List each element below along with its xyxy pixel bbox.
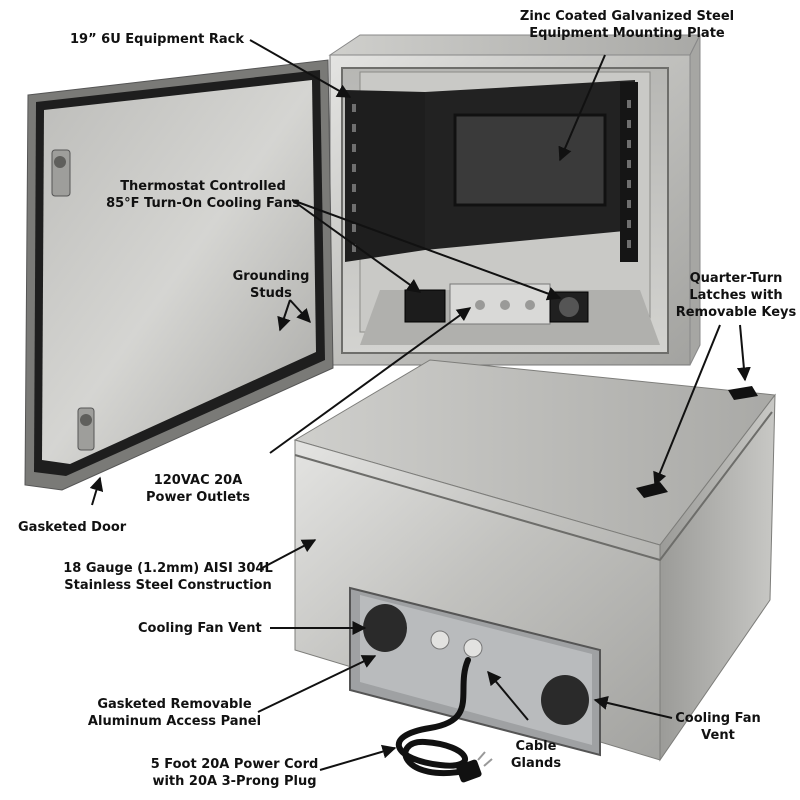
closed-enclosure	[293, 359, 776, 762]
label-latches: Quarter-Turn Latches with Removable Keys	[675, 271, 797, 320]
label-access-panel: Gasketed Removable Aluminum Access Panel	[87, 697, 262, 729]
door-inner-face	[42, 80, 316, 464]
label-cooling-fans: Thermostat Controlled 85°F Turn-On Cooli…	[106, 179, 300, 211]
front-enclosure-side	[659, 393, 776, 762]
latch-lower-knob-icon	[80, 414, 92, 426]
label-mounting-plate: Zinc Coated Galvanized Steel Equipment M…	[519, 9, 735, 41]
label-grounding-studs: Grounding Studs	[232, 269, 310, 301]
power-cord	[395, 657, 493, 783]
plug-icon	[456, 759, 482, 783]
cable-gland-left-icon	[430, 630, 450, 650]
label-power-outlets: 120VAC 20A Power Outlets	[146, 473, 250, 505]
label-fan-vent-right: Cooling Fan Vent	[675, 711, 761, 743]
fan-hub-icon	[559, 297, 579, 317]
plug-prongs-icon	[477, 751, 493, 767]
equipment-rack	[345, 80, 638, 262]
access-panel-inner	[360, 595, 592, 745]
rack-left-rail	[345, 90, 425, 262]
fan-vent-left-icon	[363, 604, 407, 652]
open-enclosure	[328, 34, 701, 366]
rack-cutout	[453, 113, 607, 207]
lid-seam	[294, 411, 773, 562]
fan-vent-right-icon	[541, 675, 589, 725]
label-gasketed-door: Gasketed Door	[18, 520, 127, 535]
latch-upper-knob-icon	[54, 156, 66, 168]
cooling-fan-left	[404, 289, 446, 323]
outlet-receptacles	[475, 300, 535, 310]
label-cable-glands: Cable Glands	[510, 739, 562, 771]
back-enclosure-side	[689, 34, 701, 366]
cable-gland-right-icon	[463, 638, 483, 658]
quarter-turn-latch-back-icon	[728, 386, 758, 400]
label-equipment-rack: 19” 6U Equipment Rack	[70, 32, 244, 47]
label-power-cord: 5 Foot 20A Power Cord with 20A 3-Prong P…	[150, 757, 319, 789]
label-construction: 18 Gauge (1.2mm) AISI 304L Stainless Ste…	[63, 561, 273, 593]
rack-holes	[352, 100, 631, 252]
label-fan-vent-left: Cooling Fan Vent	[138, 621, 262, 636]
callout-arrows	[89, 39, 751, 771]
outlet-strip	[449, 283, 551, 325]
rack-right-rail	[620, 82, 638, 262]
open-door	[24, 59, 334, 491]
